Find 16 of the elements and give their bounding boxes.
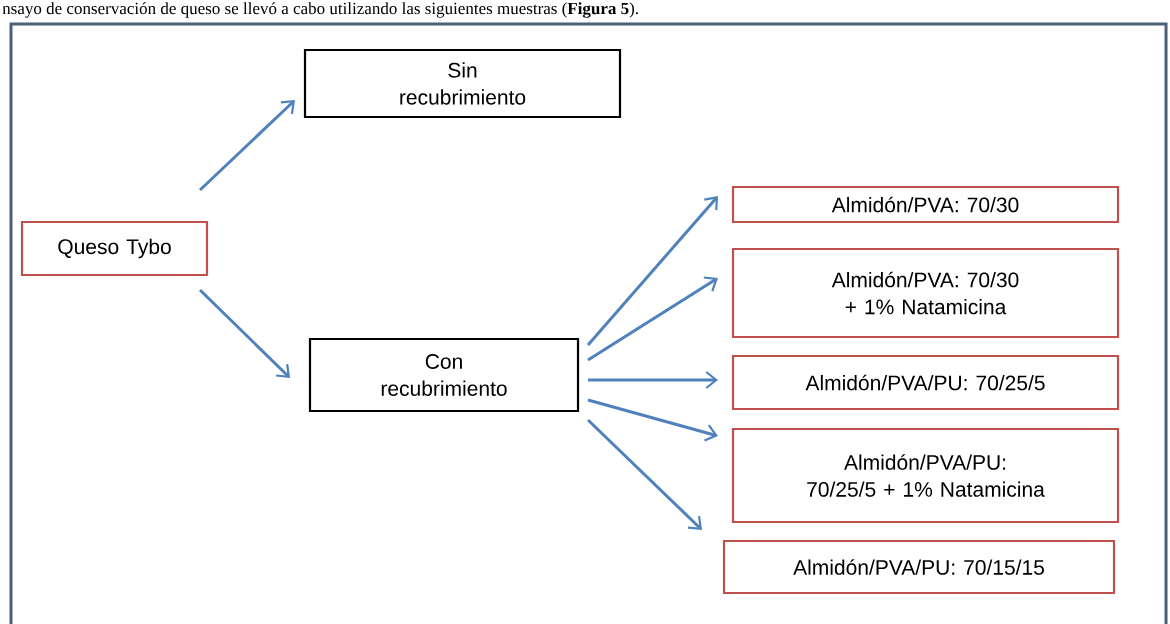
arrow	[198, 288, 290, 378]
arrow	[588, 371, 718, 389]
arrow	[587, 398, 718, 442]
arrow	[198, 100, 295, 192]
process-box: Almidón/PVA: 70/30 + 1% Natamicina	[731, 247, 1120, 339]
caption-text: nsayo de conservación de queso se llevó a cabo utilizando las siguientes muestras (Figura 5).	[2, 2, 638, 18]
process-box: Almidón/PVA/PU: 70/25/5	[731, 354, 1120, 411]
process-box: Con recubrimiento	[308, 337, 580, 413]
arrow	[586, 196, 718, 346]
process-box: Almidón/PVA/PU: 70/15/15	[722, 539, 1116, 595]
arrow	[587, 276, 718, 362]
process-box: Almidón/PVA/PU: 70/25/5 + 1% Natamicina	[731, 427, 1120, 524]
arrow	[586, 418, 702, 530]
process-box: Queso Tybo	[20, 220, 209, 277]
process-box: Sin recubrimiento	[303, 48, 622, 119]
process-box: Almidón/PVA: 70/30	[731, 185, 1120, 224]
